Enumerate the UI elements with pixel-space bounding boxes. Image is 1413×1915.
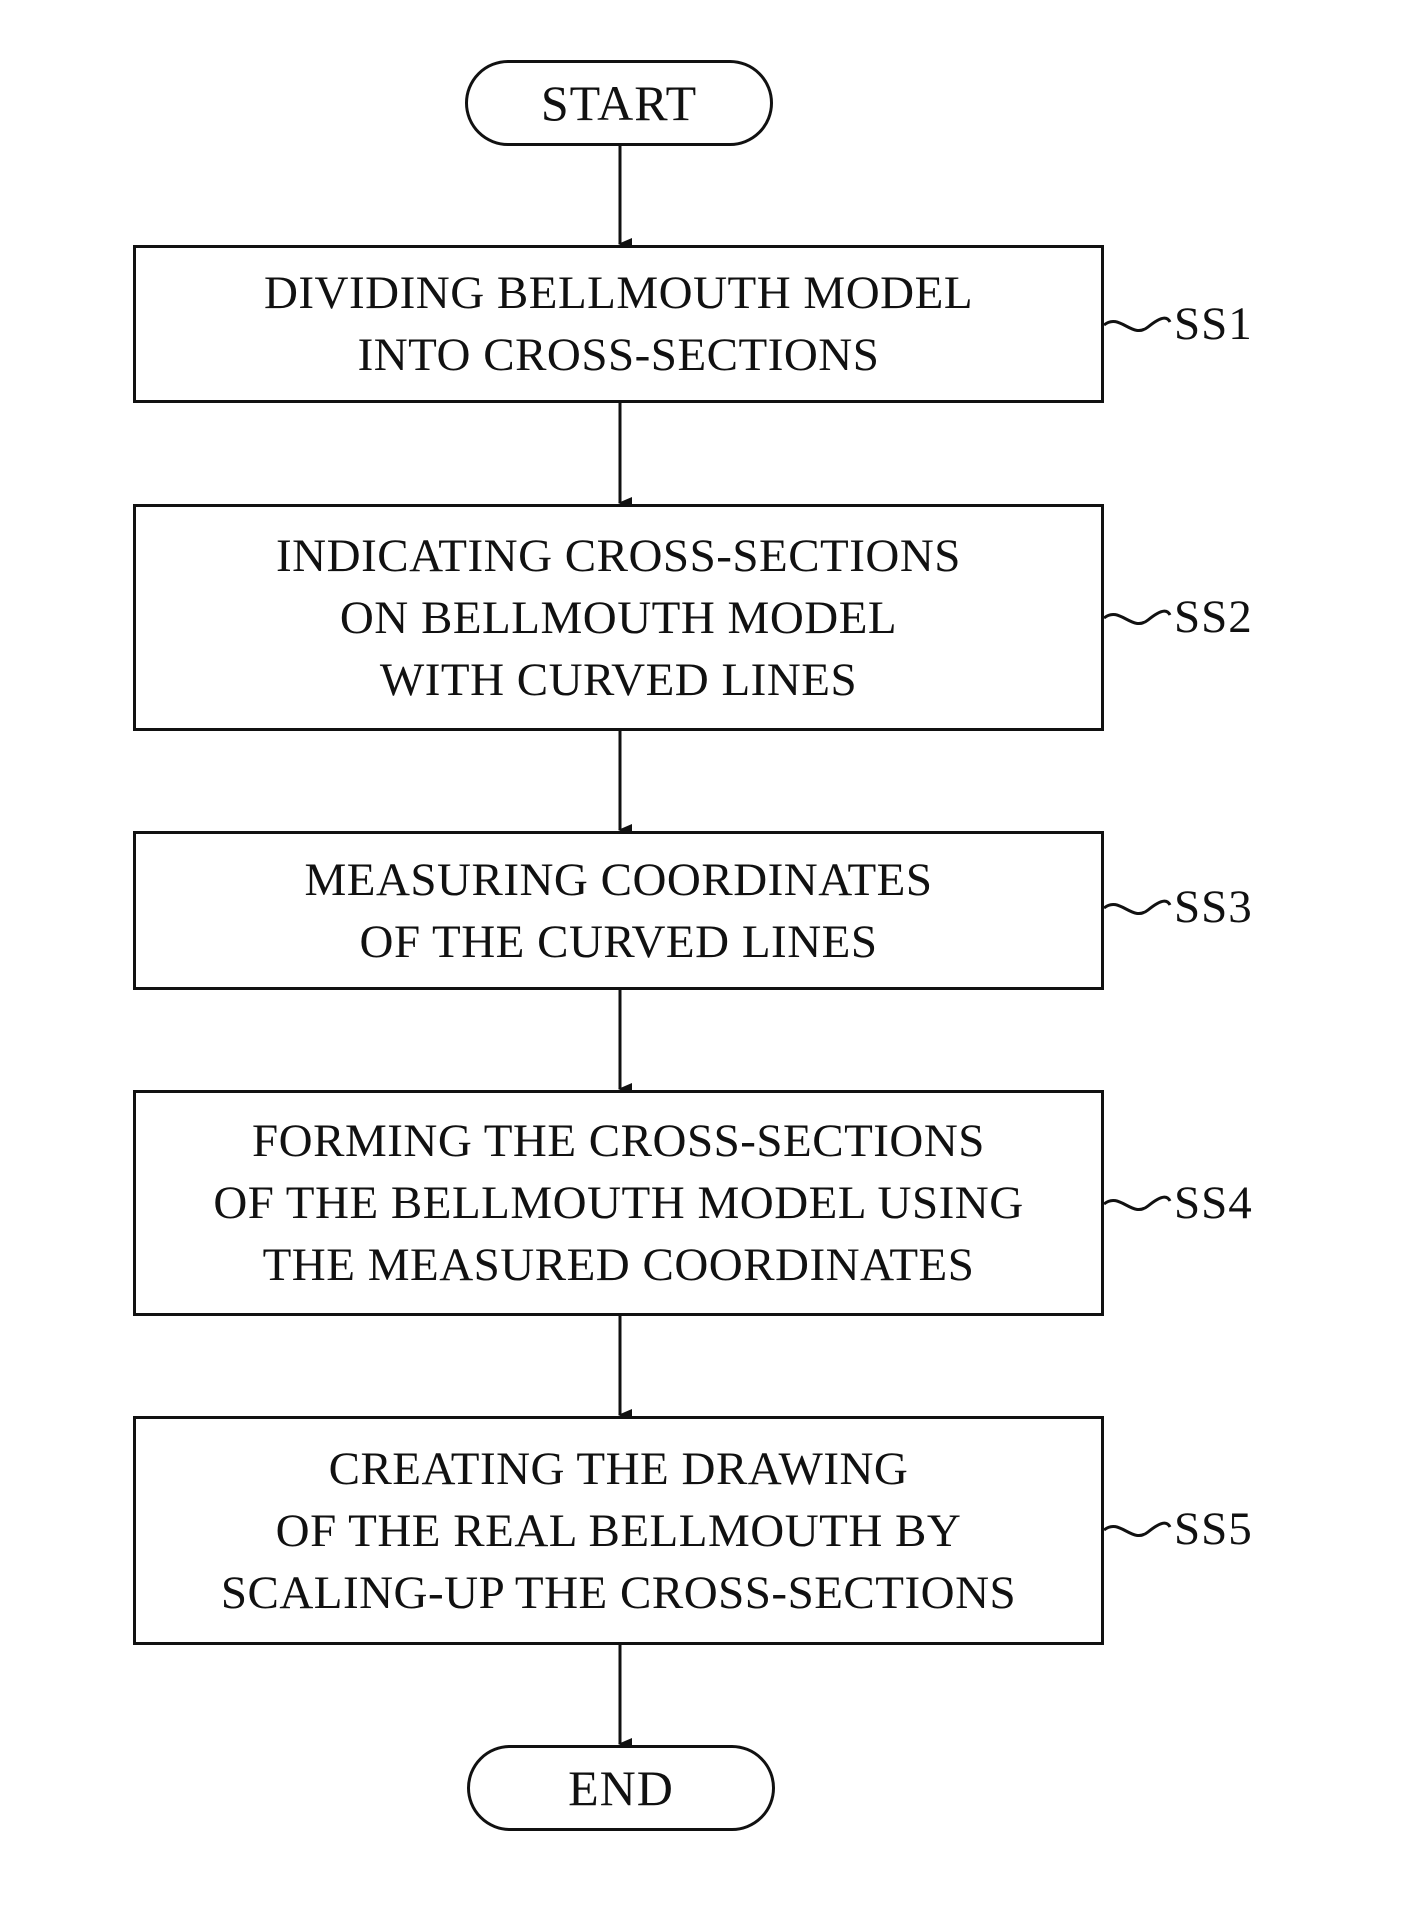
leader-ss3: [1104, 901, 1170, 913]
step-text-line: DIVIDING BELLMOUTH MODEL: [264, 262, 973, 324]
step-label-ss4: SS4: [1174, 1180, 1253, 1227]
step-text-line: WITH CURVED LINES: [380, 649, 857, 711]
step-box-ss2: INDICATING CROSS-SECTIONS ON BELLMOUTH M…: [133, 504, 1104, 731]
leader-ss4: [1104, 1197, 1170, 1209]
start-label: START: [541, 74, 697, 132]
step-box-ss1: DIVIDING BELLMOUTH MODEL INTO CROSS-SECT…: [133, 245, 1104, 403]
step-text-line: OF THE CURVED LINES: [360, 911, 878, 973]
step-text-line: INTO CROSS-SECTIONS: [358, 324, 880, 386]
step-text-line: MEASURING COORDINATES: [304, 849, 932, 911]
step-label-ss3: SS3: [1174, 884, 1253, 931]
leader-ss2: [1104, 611, 1170, 623]
step-text-line: INDICATING CROSS-SECTIONS: [276, 525, 961, 587]
step-text-line: FORMING THE CROSS-SECTIONS: [252, 1110, 985, 1172]
leader-ss1: [1104, 318, 1170, 330]
start-terminal: START: [465, 60, 773, 146]
step-box-ss4: FORMING THE CROSS-SECTIONS OF THE BELLMO…: [133, 1090, 1104, 1316]
step-label-ss2: SS2: [1174, 594, 1253, 641]
end-label: END: [568, 1759, 674, 1817]
step-box-ss3: MEASURING COORDINATES OF THE CURVED LINE…: [133, 831, 1104, 990]
step-box-ss5: CREATING THE DRAWING OF THE REAL BELLMOU…: [133, 1416, 1104, 1645]
step-text-line: THE MEASURED COORDINATES: [263, 1234, 975, 1296]
step-text-line: SCALING-UP THE CROSS-SECTIONS: [221, 1562, 1016, 1624]
step-label-ss1: SS1: [1174, 301, 1253, 348]
step-text-line: CREATING THE DRAWING: [329, 1438, 909, 1500]
step-text-line: OF THE BELLMOUTH MODEL USING: [213, 1172, 1023, 1234]
end-terminal: END: [467, 1745, 775, 1831]
leader-ss5: [1104, 1523, 1170, 1535]
step-text-line: ON BELLMOUTH MODEL: [340, 587, 897, 649]
step-text-line: OF THE REAL BELLMOUTH BY: [276, 1500, 962, 1562]
step-label-ss5: SS5: [1174, 1506, 1253, 1553]
